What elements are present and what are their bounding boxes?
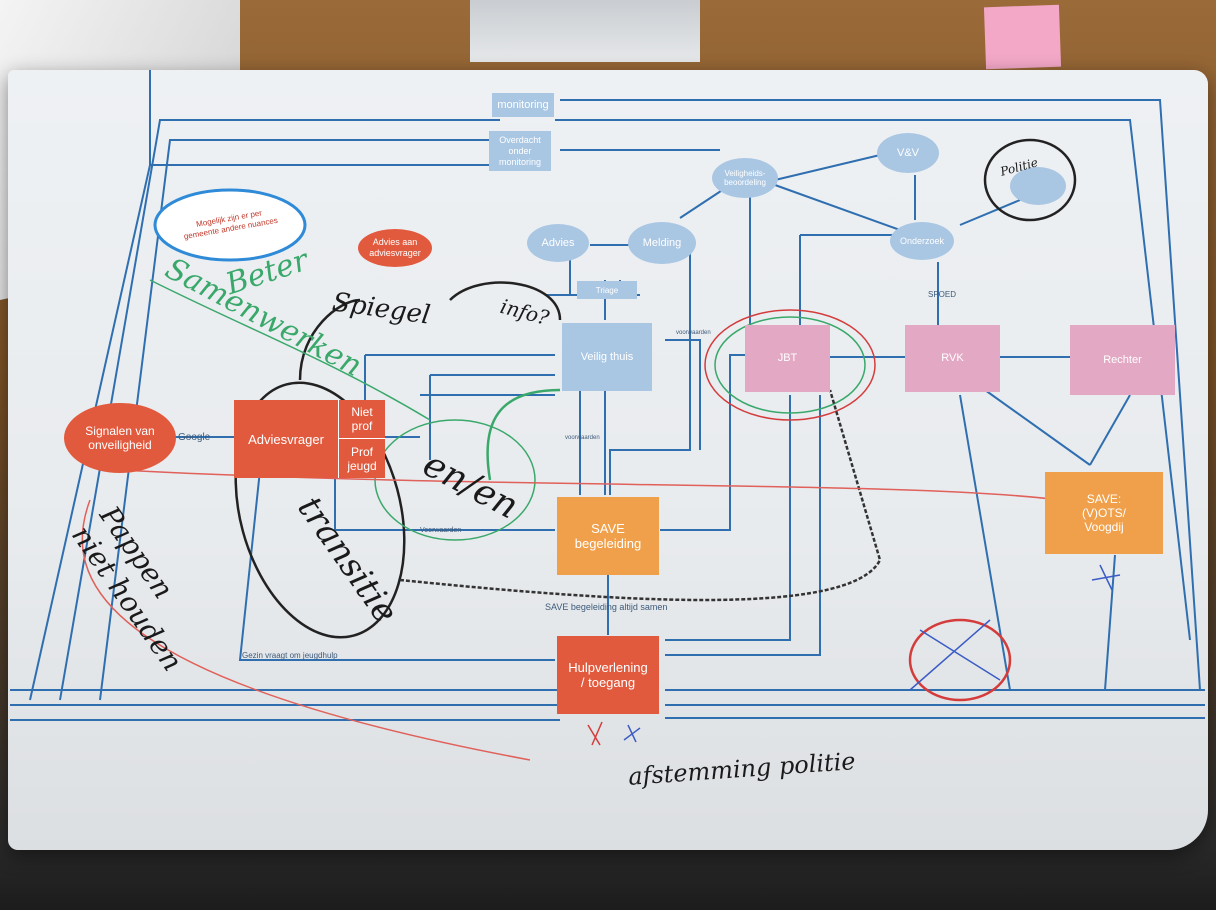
node-advies: Advies xyxy=(527,224,589,262)
node-save-vots-voogdij: SAVE: (V)OTS/ Voogdij xyxy=(1045,472,1163,554)
node-politie xyxy=(1010,167,1066,205)
node-prof-jeugd: Prof jeugd xyxy=(338,439,385,478)
edge-label-voorwaarden: Voorwaarden xyxy=(420,527,462,534)
node-niet-prof: Niet prof xyxy=(338,400,385,439)
node-veilig-thuis: Veilig thuis xyxy=(562,323,652,391)
node-veiligheidsbeoordeling: Veiligheids- beoordeling xyxy=(712,158,778,198)
edge-label-google: Google xyxy=(178,432,211,443)
edge-label-gezin: Gezin vraagt om jeugdhulp xyxy=(242,651,338,660)
edge-label-voorwaarden-3: voorwaarden xyxy=(676,330,711,336)
node-overdacht: Overdacht onder monitoring xyxy=(489,131,551,171)
node-melding: Melding xyxy=(628,222,696,264)
node-vav: V&V xyxy=(877,133,939,173)
edge-label-save-samen: SAVE begeleiding altijd samen xyxy=(545,602,668,612)
cloud-shape xyxy=(153,188,307,262)
node-monitoring: monitoring xyxy=(492,93,554,117)
node-rechter: Rechter xyxy=(1070,325,1175,395)
node-advies-aan-adviesvrager: Advies aan adviesvrager xyxy=(358,229,432,267)
node-signalen: Signalen van onveiligheid xyxy=(64,403,176,473)
edge-label-voorwaarden-2: voorwaarden xyxy=(565,435,600,441)
node-triage: Triage xyxy=(577,281,637,299)
node-jbt: JBT xyxy=(745,325,830,392)
edge-label-spoed: SPOED xyxy=(928,290,957,299)
node-rvk: RVK xyxy=(905,325,1000,392)
node-onderzoek: Onderzoek xyxy=(890,222,954,260)
monitor-stand xyxy=(470,0,700,62)
node-save-begeleiding: SAVE begeleiding xyxy=(557,497,659,575)
node-hulpverlening: Hulpverlening / toegang xyxy=(557,636,659,714)
node-adviesvrager: Adviesvrager xyxy=(234,400,338,478)
